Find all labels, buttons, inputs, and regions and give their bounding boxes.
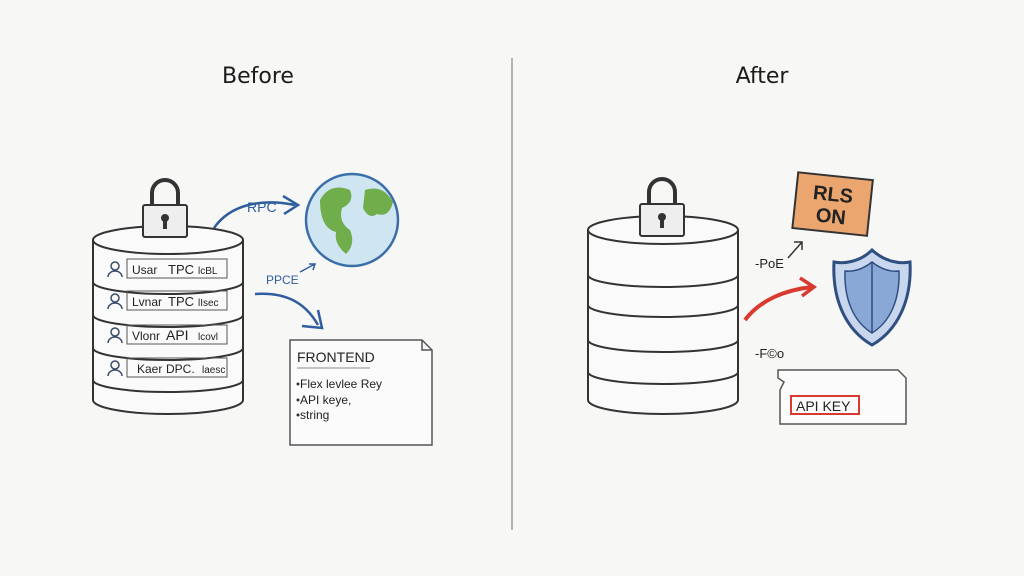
rpc-arrow-icon [212,194,301,229]
svg-text:TPC: TPC [168,262,194,277]
frontend-heading: FRONTEND [297,349,375,365]
small-arrow-icon [787,241,803,259]
rpc-label: RPC [247,199,277,215]
note-item: Flex levlee Rey [300,377,382,391]
ppc-label: PPCE [266,273,299,287]
api-key-label: API KEY [796,398,851,414]
after-database-icon [587,215,739,415]
svg-text:API: API [166,327,189,343]
svg-text:Usar: Usar [132,263,157,277]
before-database-icon [92,225,244,415]
svg-text:Lvnar: Lvnar [132,295,162,309]
before-title: Before [222,64,294,89]
red-arrow-icon [743,276,818,322]
svg-text:lcovl: lcovl [198,332,218,343]
svg-text:RLS: RLS [812,182,854,208]
table-row: Lvnar TPC lIsec [107,290,228,311]
table-row: Kaer DPC. laesc [107,357,228,378]
frontend-arrow-icon [254,292,324,330]
poe-label: -PoE [755,256,784,271]
svg-text:lIsec: lIsec [198,298,219,309]
note-item: string [300,408,329,422]
small-arrow-icon [299,263,317,273]
fco-label: -F©o [755,346,784,361]
before-lock-icon [142,178,188,238]
svg-text:DPC.: DPC. [166,362,195,376]
svg-text:Kaer: Kaer [137,362,162,376]
frontend-note: FRONTEND Flex levlee Rey API keye, strin… [289,339,433,446]
globe-icon [304,172,400,268]
note-item: API keye, [300,393,351,407]
table-row: Usar TPC lcBL [107,258,228,279]
before-table-rows: Usar TPC lcBL Lvnar TPC lIsec Vlonr API … [107,258,228,378]
svg-text:Vlonr: Vlonr [132,329,160,343]
svg-text:ON: ON [815,204,847,229]
after-lock-icon [639,177,685,237]
after-title: After [736,64,790,89]
svg-text:TPC: TPC [168,294,194,309]
shield-icon [832,247,912,347]
table-row: Vlonr API lcovl [107,324,228,345]
api-key-note: API KEY [777,369,907,425]
rls-on-sign: RLS ON [791,171,874,237]
svg-text:laesc: laesc [202,365,225,376]
svg-text:lcBL: lcBL [198,266,218,277]
